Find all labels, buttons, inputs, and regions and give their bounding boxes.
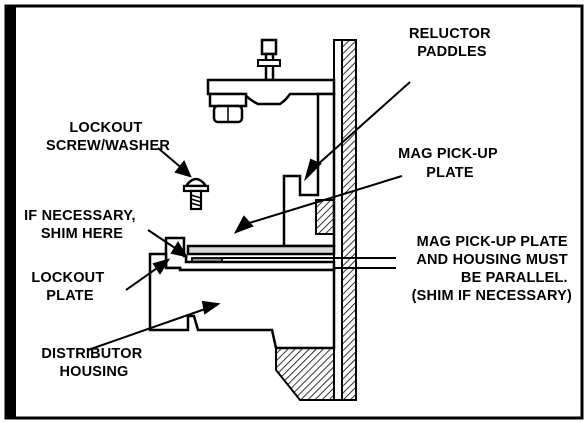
distributor-housing-shape — [148, 236, 336, 350]
label-lockout-plate: LOCKOUT PLATE — [31, 270, 108, 304]
lockout-screw-icon — [182, 177, 210, 211]
reluctor-assembly — [206, 38, 336, 124]
label-parallel-note: MAG PICK-UP PLATE AND HOUSING MUST BE PA… — [412, 234, 572, 304]
label-reluctor-paddles: RELUCTOR PADDLES — [409, 26, 495, 60]
label-lockout-screw: LOCKOUT SCREW/WASHER — [46, 120, 170, 154]
leader-lines — [87, 81, 411, 351]
base-block — [275, 347, 335, 401]
label-distributor-housing: DISTRIBUTOR HOUSING — [41, 346, 146, 380]
pickup-magnet — [315, 199, 335, 235]
left-edge-bar — [6, 6, 16, 418]
label-mag-pickup-plate: MAG PICK-UP PLATE — [398, 146, 502, 181]
label-shim-here: IF NECESSARY, SHIM HERE — [24, 208, 140, 242]
mag-pickup-plate — [186, 244, 336, 256]
mounting-wall — [333, 39, 357, 401]
